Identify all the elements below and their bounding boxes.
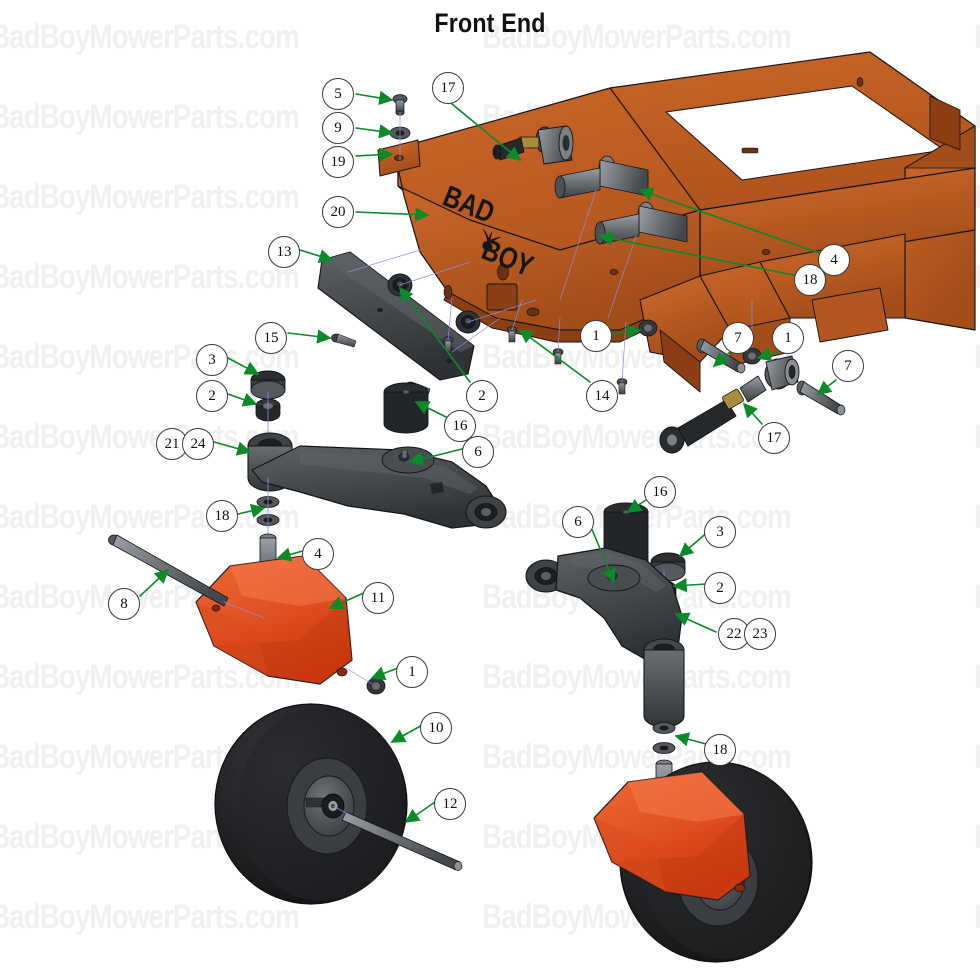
spindle-fork-right: [593, 771, 751, 901]
grease-cap-3-left: [250, 370, 286, 400]
callout-bubble-18[interactable]: 18: [794, 264, 826, 296]
callout-bubble-17[interactable]: 17: [758, 422, 790, 454]
tie-rod-assembly-top: [492, 125, 574, 165]
callout-bubble-24[interactable]: 24: [182, 428, 214, 460]
leader-line-11: [328, 591, 367, 610]
leader-line-4: [276, 547, 307, 562]
leader-line-17: [742, 402, 763, 425]
callout-bubble-16[interactable]: 16: [444, 410, 476, 442]
leader-line-4: [638, 187, 823, 255]
callout-bubble-17[interactable]: 17: [432, 72, 464, 104]
callout-bubble-2[interactable]: 2: [466, 380, 498, 412]
control-arm-left: [247, 432, 507, 529]
leader-line-15: [287, 329, 332, 344]
leader-line-1: [370, 666, 399, 681]
leader-line-13: [299, 249, 334, 264]
callout-bubble-13[interactable]: 13: [268, 236, 300, 268]
callout-bubble-20[interactable]: 20: [322, 196, 354, 228]
leader-line-9: [355, 124, 394, 139]
leader-line-12: [404, 799, 439, 823]
leader-line-24: [213, 441, 252, 456]
hardware-nut-1c: [366, 677, 386, 695]
leader-line-5: [355, 90, 394, 105]
leader-line-1: [756, 347, 779, 362]
deck-lift-link: [317, 251, 475, 381]
tie-rod-assembly-right: [659, 355, 800, 454]
leader-line-20: [355, 207, 430, 222]
leader-line-6: [408, 447, 467, 466]
pivot-bolt-b: [594, 201, 688, 245]
callout-bubble-5[interactable]: 5: [322, 78, 354, 110]
leader-line-18: [598, 231, 799, 277]
callout-bubble-16[interactable]: 16: [644, 476, 676, 508]
callout-bubble-7[interactable]: 7: [722, 322, 754, 354]
hardware-bolt-14d: [616, 378, 628, 395]
leader-line-2: [399, 286, 471, 383]
callout-bubble-4[interactable]: 4: [302, 538, 334, 570]
callout-bubble-12[interactable]: 12: [434, 788, 466, 820]
leader-line-16: [414, 401, 449, 419]
callout-bubble-18[interactable]: 18: [206, 500, 238, 532]
callout-bubble-3[interactable]: 3: [196, 344, 228, 376]
leader-line-6: [587, 519, 616, 584]
callout-bubble-1[interactable]: 1: [580, 320, 612, 352]
callout-bubble-15[interactable]: 15: [255, 322, 287, 354]
callout-bubble-3[interactable]: 3: [704, 516, 736, 548]
leader-line-18: [674, 732, 707, 747]
callout-bubble-6[interactable]: 6: [462, 436, 494, 468]
leader-line-7: [816, 379, 837, 395]
callout-bubble-10[interactable]: 10: [420, 712, 452, 744]
callout-bubble-23[interactable]: 23: [744, 618, 776, 650]
leader-line-1: [611, 324, 642, 339]
leader-line-17: [451, 103, 522, 162]
callout-bubble-14[interactable]: 14: [586, 380, 618, 412]
callout-bubble-18[interactable]: 18: [704, 734, 736, 766]
leader-line-8: [139, 568, 170, 597]
callout-bubble-6[interactable]: 6: [562, 506, 594, 538]
leader-line-2: [672, 578, 707, 593]
callout-bubble-19[interactable]: 19: [322, 146, 354, 178]
leader-line-2: [227, 392, 258, 407]
leader-line-14: [518, 329, 591, 383]
axle-bolt-8: [108, 534, 229, 607]
hardware-washer-18c: [652, 722, 676, 734]
callout-bubble-11[interactable]: 11: [362, 582, 394, 614]
callout-bubble-1[interactable]: 1: [772, 322, 804, 354]
leader-line-18: [237, 503, 266, 518]
callout-bubble-9[interactable]: 9: [322, 112, 354, 144]
page-title: Front End: [434, 8, 546, 38]
hardware-bolt-7b: [796, 380, 846, 416]
leader-line-10: [390, 723, 425, 743]
spindle-fork-left: [195, 555, 353, 685]
front-tire-left: [214, 703, 408, 905]
callout-bubble-7[interactable]: 7: [832, 350, 864, 382]
leader-line-7: [712, 351, 731, 368]
callout-bubble-2[interactable]: 2: [704, 572, 736, 604]
callout-bubble-2[interactable]: 2: [196, 380, 228, 412]
leader-line-23: [674, 612, 717, 633]
callout-bubble-1[interactable]: 1: [396, 656, 428, 688]
deer-head-icon: [482, 228, 502, 252]
callout-bubble-8[interactable]: 8: [108, 588, 140, 620]
wheel-axle-12: [341, 811, 463, 871]
hardware-washer-18d: [652, 742, 676, 754]
leader-line-3: [227, 357, 260, 375]
leader-line-19: [355, 147, 394, 162]
control-arm-right: [525, 547, 685, 728]
